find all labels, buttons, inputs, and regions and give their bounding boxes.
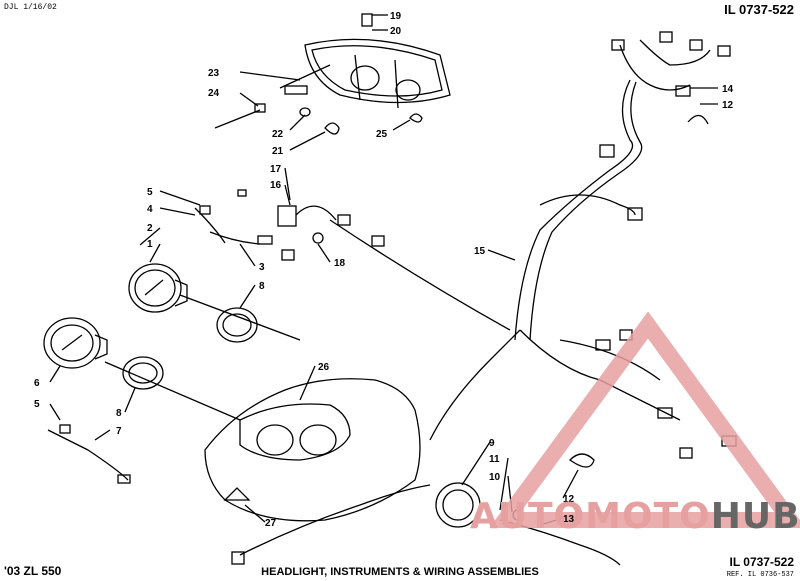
callout-6: 6 bbox=[34, 378, 40, 389]
watermark-logo bbox=[489, 311, 800, 528]
callout-14: 14 bbox=[722, 84, 734, 95]
reference-number: REF. IL 0736-537 bbox=[726, 571, 794, 579]
callout-20: 20 bbox=[390, 26, 402, 37]
callout-12-lower: 12 bbox=[563, 494, 575, 505]
callout-1: 1 bbox=[147, 239, 153, 250]
callout-12-upper: 12 bbox=[722, 100, 734, 111]
callout-27: 27 bbox=[265, 518, 277, 529]
watermark-text: AUTOMOTOHUB bbox=[470, 496, 800, 537]
callout-18: 18 bbox=[334, 258, 346, 269]
il-number-top: IL 0737-522 bbox=[724, 2, 794, 17]
watermark-text-a: AUTOMOTO bbox=[470, 496, 711, 537]
callout-24: 24 bbox=[208, 88, 220, 99]
diagram-title: HEADLIGHT, INSTRUMENTS & WIRING ASSEMBLI… bbox=[261, 566, 539, 578]
callout-7: 7 bbox=[116, 426, 122, 437]
callout-15: 15 bbox=[474, 246, 486, 257]
callout-26: 26 bbox=[318, 362, 330, 373]
speedometer-gauge bbox=[43, 317, 164, 484]
wiring-harness-upper bbox=[329, 31, 731, 341]
callout-2: 2 bbox=[147, 223, 153, 234]
model-label: '03 ZL 550 bbox=[4, 564, 62, 578]
callout-5-lower: 5 bbox=[34, 399, 40, 410]
headlight-assembly bbox=[214, 13, 451, 135]
watermark-text-b: HUB bbox=[710, 496, 800, 537]
callout-8-lower: 8 bbox=[116, 408, 122, 419]
callout-10: 10 bbox=[489, 472, 501, 483]
callout-3: 3 bbox=[259, 262, 265, 273]
callout-5-upper: 5 bbox=[147, 187, 153, 198]
callout-25: 25 bbox=[376, 129, 388, 140]
callout-23: 23 bbox=[208, 68, 220, 79]
callout-22: 22 bbox=[272, 129, 284, 140]
callout-9: 9 bbox=[489, 438, 495, 449]
instrument-panel-hood bbox=[204, 378, 421, 522]
callout-11: 11 bbox=[489, 454, 500, 465]
callout-8-upper: 8 bbox=[259, 281, 265, 292]
callout-17: 17 bbox=[270, 164, 282, 175]
callout-16: 16 bbox=[270, 180, 282, 191]
doc-code: DJL 1/16/02 bbox=[4, 3, 57, 12]
callout-21: 21 bbox=[272, 146, 284, 157]
il-number-bottom: IL 0737-522 bbox=[729, 555, 795, 569]
callout-4: 4 bbox=[147, 204, 153, 215]
callout-13: 13 bbox=[563, 514, 575, 525]
callout-19: 19 bbox=[390, 11, 402, 22]
tachometer-gauge bbox=[128, 189, 337, 343]
callout-labels: 19 20 23 24 22 21 25 14 12 17 16 5 4 2 1… bbox=[34, 11, 734, 529]
